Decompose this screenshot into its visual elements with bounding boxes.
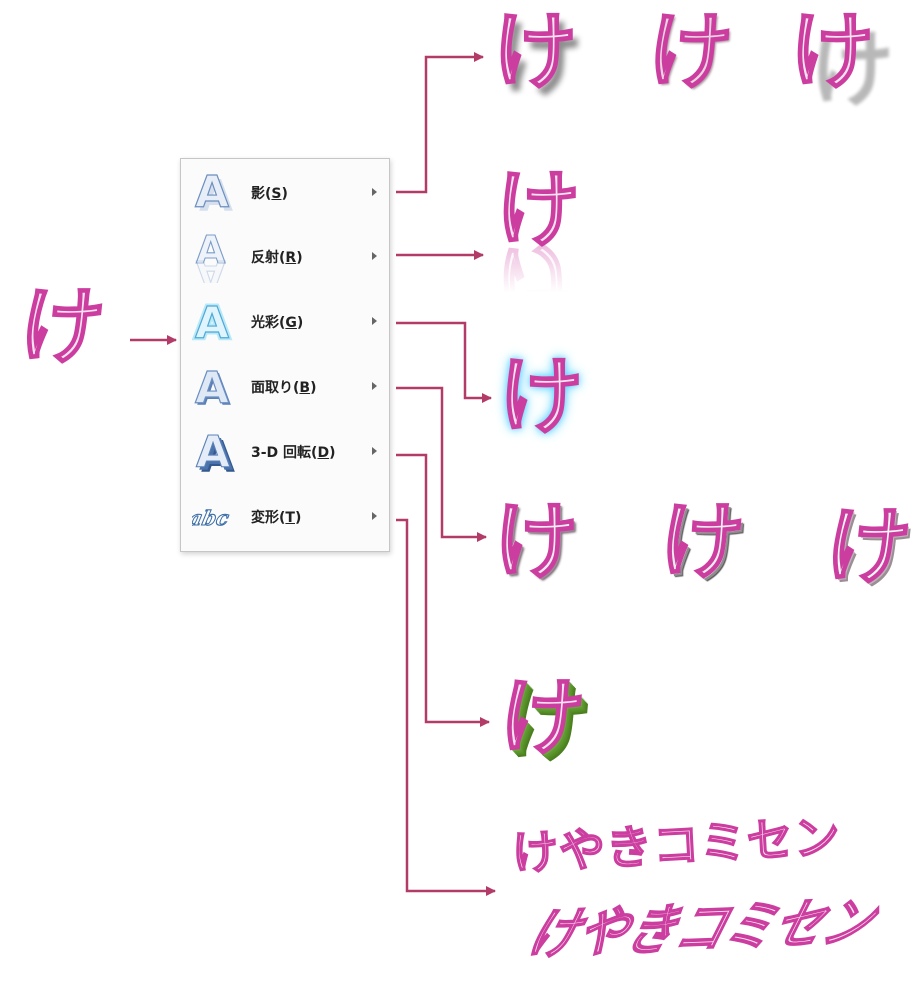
arrow-glow <box>396 323 491 398</box>
menu-item-reflection[interactable]: A A 反射(R) <box>181 225 389 289</box>
shadow-a-icon: A A <box>189 167 241 219</box>
menu-item-label: 変形(T) <box>251 507 301 527</box>
menu-item-bevel[interactable]: A A 面取り(B) <box>181 355 389 419</box>
arrow-bevel <box>396 388 486 537</box>
text-effects-menu: A A 影(S) A A 反射(R) A A 光彩(G) <box>180 158 390 552</box>
menu-item-label: 反射(R) <box>251 247 303 267</box>
reflection-mirror: け <box>496 238 580 322</box>
rotation-3d-example: け <box>496 676 587 760</box>
bevel-example-2: け <box>657 500 747 584</box>
menu-item-3d-rotation[interactable]: A A A 3-D 回転(D) <box>181 420 389 484</box>
arrow-shadow <box>396 57 483 192</box>
menu-item-label: 光彩(G) <box>251 312 303 332</box>
source-glyph: け <box>16 285 109 369</box>
submenu-arrow-icon <box>372 447 377 455</box>
svg-text:abc: abc <box>192 506 231 530</box>
reflection-a-icon: A A <box>189 231 241 283</box>
shadow-example-2: け <box>645 10 735 94</box>
arrow-3d-rotation <box>396 455 489 722</box>
svg-text:A: A <box>195 363 229 411</box>
transform-example-arc: けやきコミセン <box>511 813 842 876</box>
glow-a-icon: A A <box>189 296 241 348</box>
shadow-example-3: け <box>790 10 874 94</box>
shadow-example-1: け <box>493 10 577 94</box>
submenu-arrow-icon <box>372 382 377 390</box>
menu-item-transform[interactable]: abc 変形(T) <box>181 485 389 549</box>
glow-example: け <box>499 355 583 439</box>
arrow-transform <box>396 520 495 891</box>
menu-item-label: 面取り(B) <box>251 377 316 397</box>
svg-text:A: A <box>196 252 226 283</box>
bevel-example-1: け <box>494 500 578 584</box>
menu-item-shadow[interactable]: A A 影(S) <box>181 161 389 225</box>
transform-example-slant: けやきコミセン <box>520 894 891 963</box>
menu-item-label: 影(S) <box>251 183 288 203</box>
svg-text:A: A <box>195 169 229 217</box>
submenu-arrow-icon <box>372 317 377 325</box>
svg-text:A: A <box>195 298 229 346</box>
menu-item-glow[interactable]: A A 光彩(G) <box>181 290 389 354</box>
transform-abc-icon: abc <box>189 491 241 543</box>
svg-text:A: A <box>196 427 230 478</box>
menu-item-label: 3-D 回転(D) <box>251 442 335 462</box>
bevel-example-3: け <box>822 505 915 589</box>
submenu-arrow-icon <box>372 252 377 260</box>
rotation-3d-a-icon: A A A <box>189 426 241 478</box>
submenu-arrow-icon <box>372 188 377 196</box>
bevel-a-icon: A A <box>189 361 241 413</box>
submenu-arrow-icon <box>372 512 377 520</box>
